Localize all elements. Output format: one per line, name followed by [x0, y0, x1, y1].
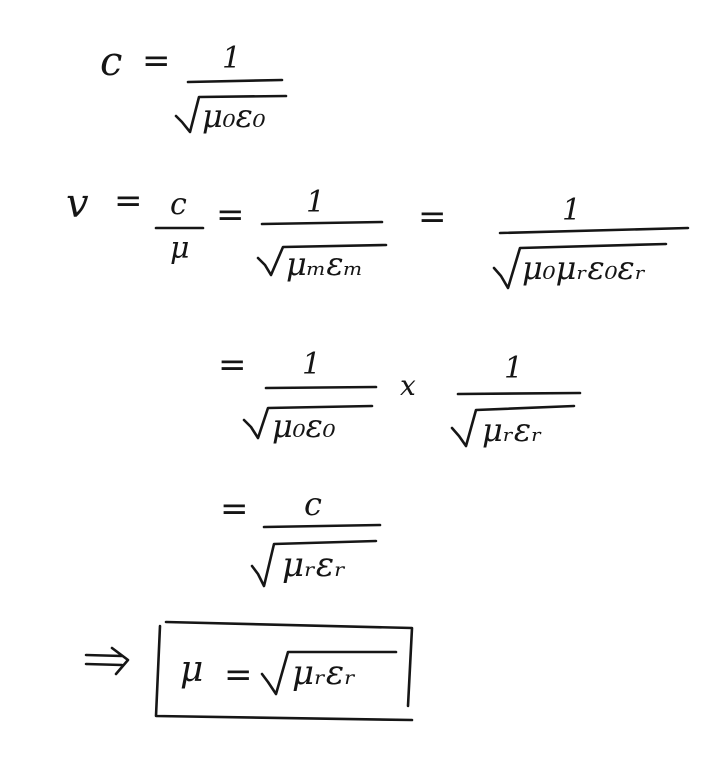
implies-symbol: ⇒ [100, 648, 101, 649]
eq4-denominator: μᵣεᵣ [282, 545, 346, 585]
fraction-bar [456, 391, 582, 396]
eq1-equals: = [142, 41, 171, 81]
fraction-bar [260, 220, 384, 226]
eq2-lhs: v [66, 181, 89, 227]
fraction-bar [262, 523, 382, 529]
implies-arrow [84, 646, 130, 676]
eq1-denominator: μ₀ε₀ [202, 97, 266, 135]
eq2-frac1-den: μ [170, 231, 190, 266]
fraction-bar [498, 226, 690, 235]
eq2-frac3-num: 1 [562, 193, 582, 228]
eq3-frac1-num: 1 [302, 347, 322, 382]
eq4-equals: = [220, 489, 249, 529]
result-equals: = [224, 655, 253, 695]
eq2-frac2-den: μₘεₘ [286, 245, 364, 283]
eq2-frac2-num: 1 [306, 185, 326, 220]
eq2-equals-1: = [114, 181, 143, 221]
eq3-equals: = [218, 345, 247, 385]
eq1-numerator: 1 [222, 41, 242, 76]
eq2-frac3-den: μ₀μᵣε₀εᵣ [522, 249, 646, 287]
eq3-frac1-den: μ₀ε₀ [272, 407, 336, 445]
eq1-lhs: c [100, 39, 123, 85]
fraction-bar [186, 78, 284, 84]
eq3-times: x [400, 369, 416, 402]
result-rhs: μᵣεᵣ [292, 653, 356, 693]
eq2-equals-3: = [418, 197, 447, 237]
eq4-numerator: c [304, 485, 322, 523]
result-lhs: μ [180, 649, 204, 690]
eq3-frac2-den: μᵣεᵣ [482, 411, 543, 449]
fraction-bar [264, 385, 378, 390]
eq2-frac1-num: c [170, 187, 187, 222]
eq2-equals-2: = [216, 195, 245, 235]
eq3-frac2-num: 1 [504, 351, 524, 386]
